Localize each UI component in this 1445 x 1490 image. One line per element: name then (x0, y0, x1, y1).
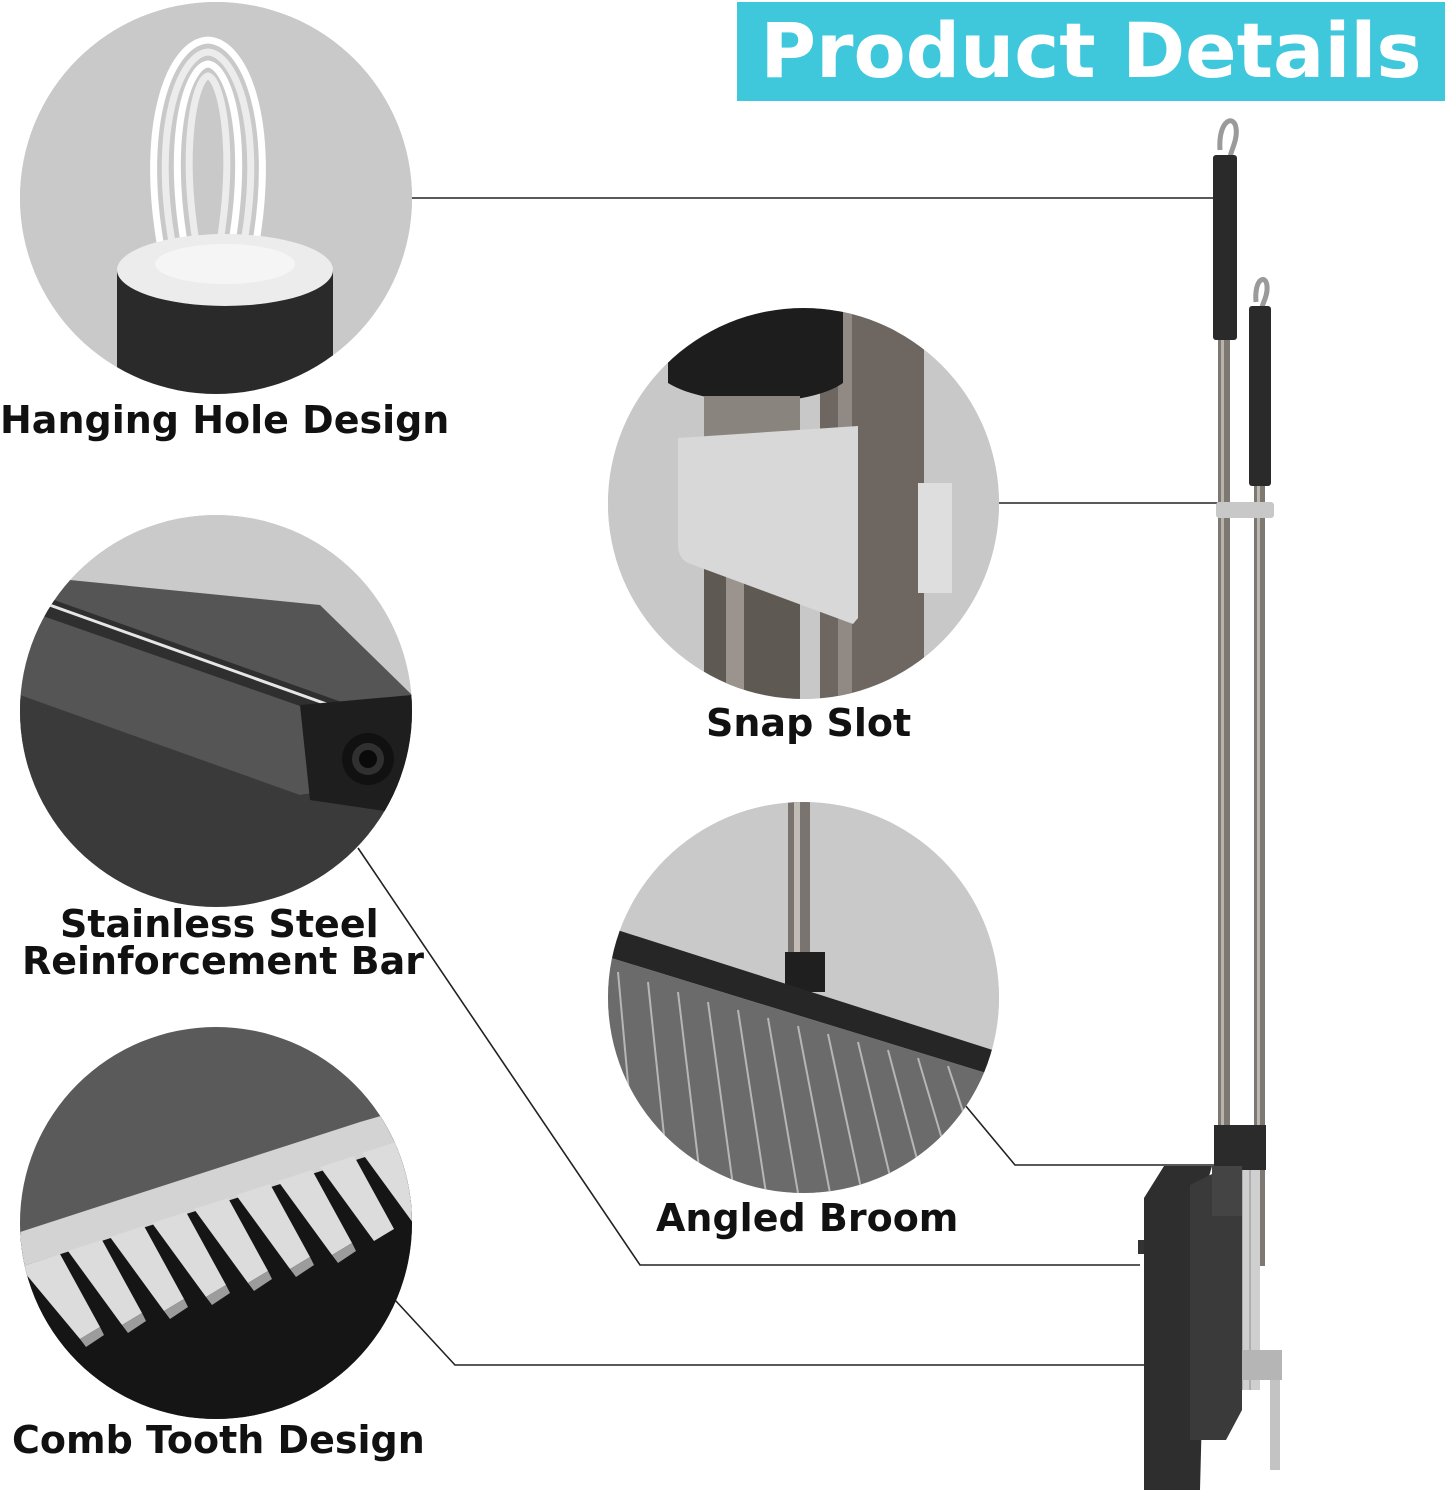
page-title: Product Details (760, 6, 1422, 95)
snap-slot-closeup (608, 308, 999, 699)
snap-slot-label: Snap Slot (706, 701, 912, 745)
angled-broom-label: Angled Broom (656, 1196, 959, 1240)
reinforcement-bar-label-line1: Stainless Steel (60, 902, 379, 946)
comb-tooth-label: Comb Tooth Design (12, 1418, 425, 1462)
broom-and-dustpan-illustration (1138, 118, 1282, 1490)
reinforcement-bar-closeup (20, 515, 412, 907)
comb-tooth-closeup (20, 1027, 412, 1419)
hanging-hole-closeup (20, 2, 412, 394)
hanging-hole-label: Hanging Hole Design (0, 398, 450, 442)
title-banner: Product Details (737, 2, 1445, 101)
angled-broom-closeup (608, 802, 999, 1193)
reinforcement-bar-label-line2: Reinforcement Bar (22, 939, 424, 983)
